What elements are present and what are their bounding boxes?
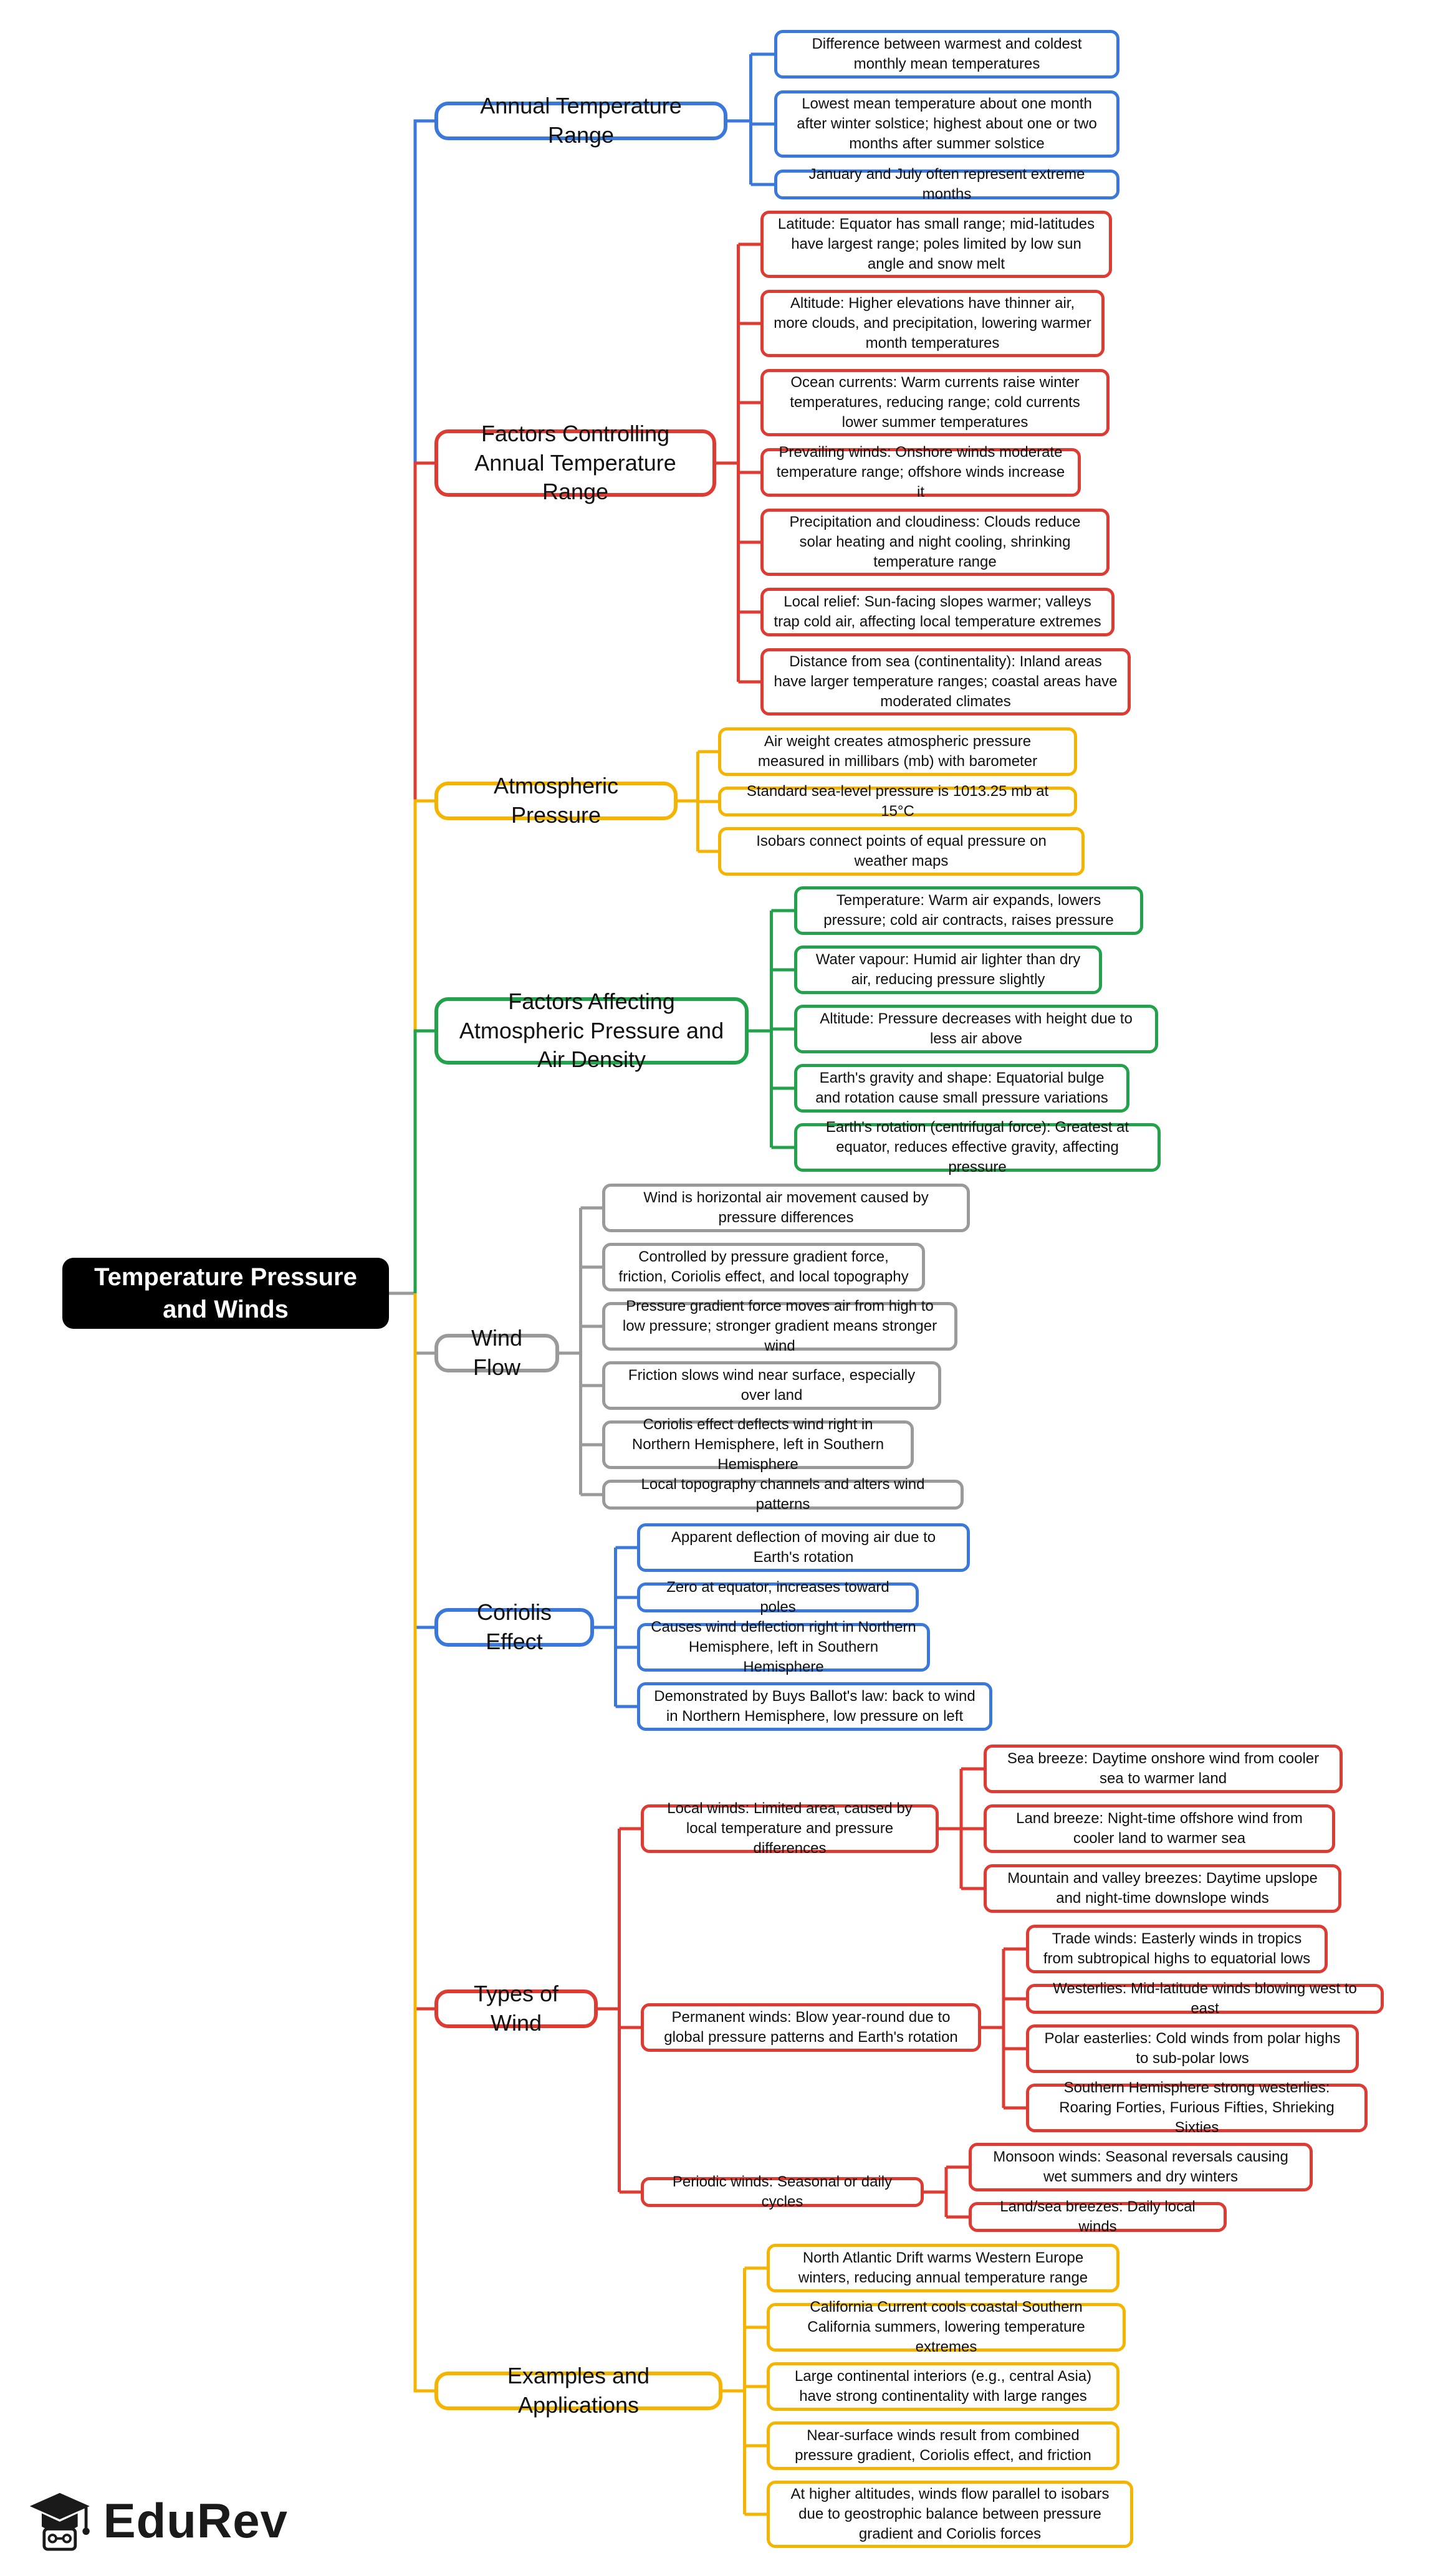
connector-trunk-branch-atmospheric-pressure <box>413 799 434 1293</box>
leaf-wind-friction[interactable]: Friction slows wind near surface, especi… <box>602 1361 941 1410</box>
connector-trunk-branch-types-of-wind <box>413 1293 434 2011</box>
leaf-land-sea-breezes[interactable]: Land/sea breezes: Daily local winds <box>969 2198 1227 2235</box>
leaf-polar-easterlies[interactable]: Polar easterlies: Cold winds from polar … <box>1026 2024 1359 2073</box>
leaf-factor-precipitation-cloudiness[interactable]: Precipitation and cloudiness: Clouds red… <box>760 509 1110 576</box>
leaf-example-continental-interiors[interactable]: Large continental interiors (e.g., centr… <box>767 2362 1119 2411</box>
leaf-factor-distance-from-sea[interactable]: Distance from sea (continentality): Inla… <box>760 648 1131 716</box>
connector-trunk-branch-factors-affecting-pressure-density <box>413 1029 434 1293</box>
branch-coriolis-effect[interactable]: Coriolis Effect <box>434 1599 594 1654</box>
leaf-westerlies[interactable]: Westerlies: Mid-latitude winds blowing w… <box>1026 1980 1384 2017</box>
branch-factors-affecting-pressure-density[interactable]: Factors Affecting Atmospheric Pressure a… <box>434 989 749 1072</box>
branch-types-of-wind[interactable]: Types of Wind <box>434 1981 598 2036</box>
leaf-factor-prevailing-winds[interactable]: Prevailing winds: Onshore winds moderate… <box>760 444 1081 500</box>
logo-text: EduRev <box>103 2492 288 2548</box>
leaf-pressure-factor-water-vapour[interactable]: Water vapour: Humid air lighter than dry… <box>794 946 1102 994</box>
graduation-cap-icon <box>29 2492 90 2551</box>
leaf-southern-westerlies[interactable]: Southern Hemisphere strong westerlies: R… <box>1026 2079 1368 2136</box>
leaf-pressure-factor-altitude[interactable]: Altitude: Pressure decreases with height… <box>794 1005 1158 1053</box>
leaf-pressure-factor-temperature[interactable]: Temperature: Warm air expands, lowers pr… <box>794 886 1143 935</box>
subbranch-periodic-winds[interactable]: Periodic winds: Seasonal or daily cycles <box>641 2173 924 2210</box>
leaf-example-geostrophic-winds[interactable]: At higher altitudes, winds flow parallel… <box>767 2481 1133 2548</box>
connector-trunk-branch-factors-controlling-temperature-range <box>413 461 434 1293</box>
subbranch-permanent-winds[interactable]: Permanent winds: Blow year-round due to … <box>641 2003 981 2052</box>
leaf-example-north-atlantic-drift[interactable]: North Atlantic Drift warms Western Europ… <box>767 2244 1119 2292</box>
leaf-coriolis-hemispheres[interactable]: Causes wind deflection right in Northern… <box>637 1619 930 1675</box>
connector-trunk-branch-annual-temperature-range <box>413 119 434 1293</box>
leaf-pressure-standard-sea-level[interactable]: Standard sea-level pressure is 1013.25 m… <box>718 783 1077 820</box>
root-node[interactable]: Temperature Pressure and Winds <box>62 1258 389 1329</box>
branch-examples-applications[interactable]: Examples and Applications <box>434 2363 722 2418</box>
leaf-factor-latitude[interactable]: Latitude: Equator has small range; mid-l… <box>760 211 1112 278</box>
leaf-example-near-surface-winds[interactable]: Near-surface winds result from combined … <box>767 2421 1119 2470</box>
leaf-wind-controls[interactable]: Controlled by pressure gradient force, f… <box>602 1243 925 1291</box>
leaf-wind-definition[interactable]: Wind is horizontal air movement caused b… <box>602 1184 970 1232</box>
leaf-coriolis-deflection[interactable]: Apparent deflection of moving air due to… <box>637 1523 970 1572</box>
leaf-trade-winds[interactable]: Trade winds: Easterly winds in tropics f… <box>1026 1925 1328 1973</box>
leaf-monsoon-winds[interactable]: Monsoon winds: Seasonal reversals causin… <box>969 2143 1313 2191</box>
leaf-pressure-factor-rotation[interactable]: Earth's rotation (centrifugal force): Gr… <box>794 1119 1161 1175</box>
connector-trunk-branch-wind-flow <box>413 1293 434 1355</box>
branch-factors-controlling-temperature-range[interactable]: Factors Controlling Annual Temperature R… <box>434 421 716 504</box>
leaf-example-california-current[interactable]: California Current cools coastal Souther… <box>767 2299 1126 2355</box>
leaf-pressure-isobars[interactable]: Isobars connect points of equal pressure… <box>718 827 1085 876</box>
leaf-annual-range-extreme-months[interactable]: January and July often represent extreme… <box>774 166 1119 203</box>
leaf-factor-ocean-currents[interactable]: Ocean currents: Warm currents raise wint… <box>760 369 1110 436</box>
leaf-wind-topography[interactable]: Local topography channels and alters win… <box>602 1476 964 1513</box>
leaf-coriolis-buys-ballot[interactable]: Demonstrated by Buys Ballot's law: back … <box>637 1682 992 1731</box>
edurev-logo[interactable]: EduRev <box>26 2484 288 2557</box>
leaf-factor-local-relief[interactable]: Local relief: Sun-facing slopes warmer; … <box>760 588 1115 636</box>
branch-wind-flow[interactable]: Wind Flow <box>434 1325 559 1380</box>
leaf-annual-range-definition[interactable]: Difference between warmest and coldest m… <box>774 30 1119 79</box>
leaf-factor-altitude[interactable]: Altitude: Higher elevations have thinner… <box>760 290 1105 357</box>
leaf-sea-breeze[interactable]: Sea breeze: Daytime onshore wind from co… <box>984 1745 1343 1793</box>
leaf-mountain-valley-breezes[interactable]: Mountain and valley breezes: Daytime ups… <box>984 1864 1341 1913</box>
leaf-land-breeze[interactable]: Land breeze: Night-time offshore wind fr… <box>984 1804 1335 1853</box>
leaf-pressure-factor-gravity-shape[interactable]: Earth's gravity and shape: Equatorial bu… <box>794 1064 1129 1113</box>
branch-annual-temperature-range[interactable]: Annual Temperature Range <box>434 93 727 148</box>
connector-trunk-branch-examples-applications <box>413 1293 434 2393</box>
connector-trunk-branch-coriolis-effect <box>413 1293 434 1629</box>
leaf-annual-range-timing[interactable]: Lowest mean temperature about one month … <box>774 90 1119 158</box>
leaf-coriolis-latitude[interactable]: Zero at equator, increases toward poles <box>637 1579 919 1616</box>
leaf-wind-coriolis[interactable]: Coriolis effect deflects wind right in N… <box>602 1416 914 1473</box>
leaf-wind-pressure-gradient[interactable]: Pressure gradient force moves air from h… <box>602 1298 957 1354</box>
subbranch-local-winds[interactable]: Local winds: Limited area, caused by loc… <box>641 1800 939 1857</box>
branch-atmospheric-pressure[interactable]: Atmospheric Pressure <box>434 773 678 828</box>
leaf-pressure-air-weight[interactable]: Air weight creates atmospheric pressure … <box>718 727 1077 776</box>
